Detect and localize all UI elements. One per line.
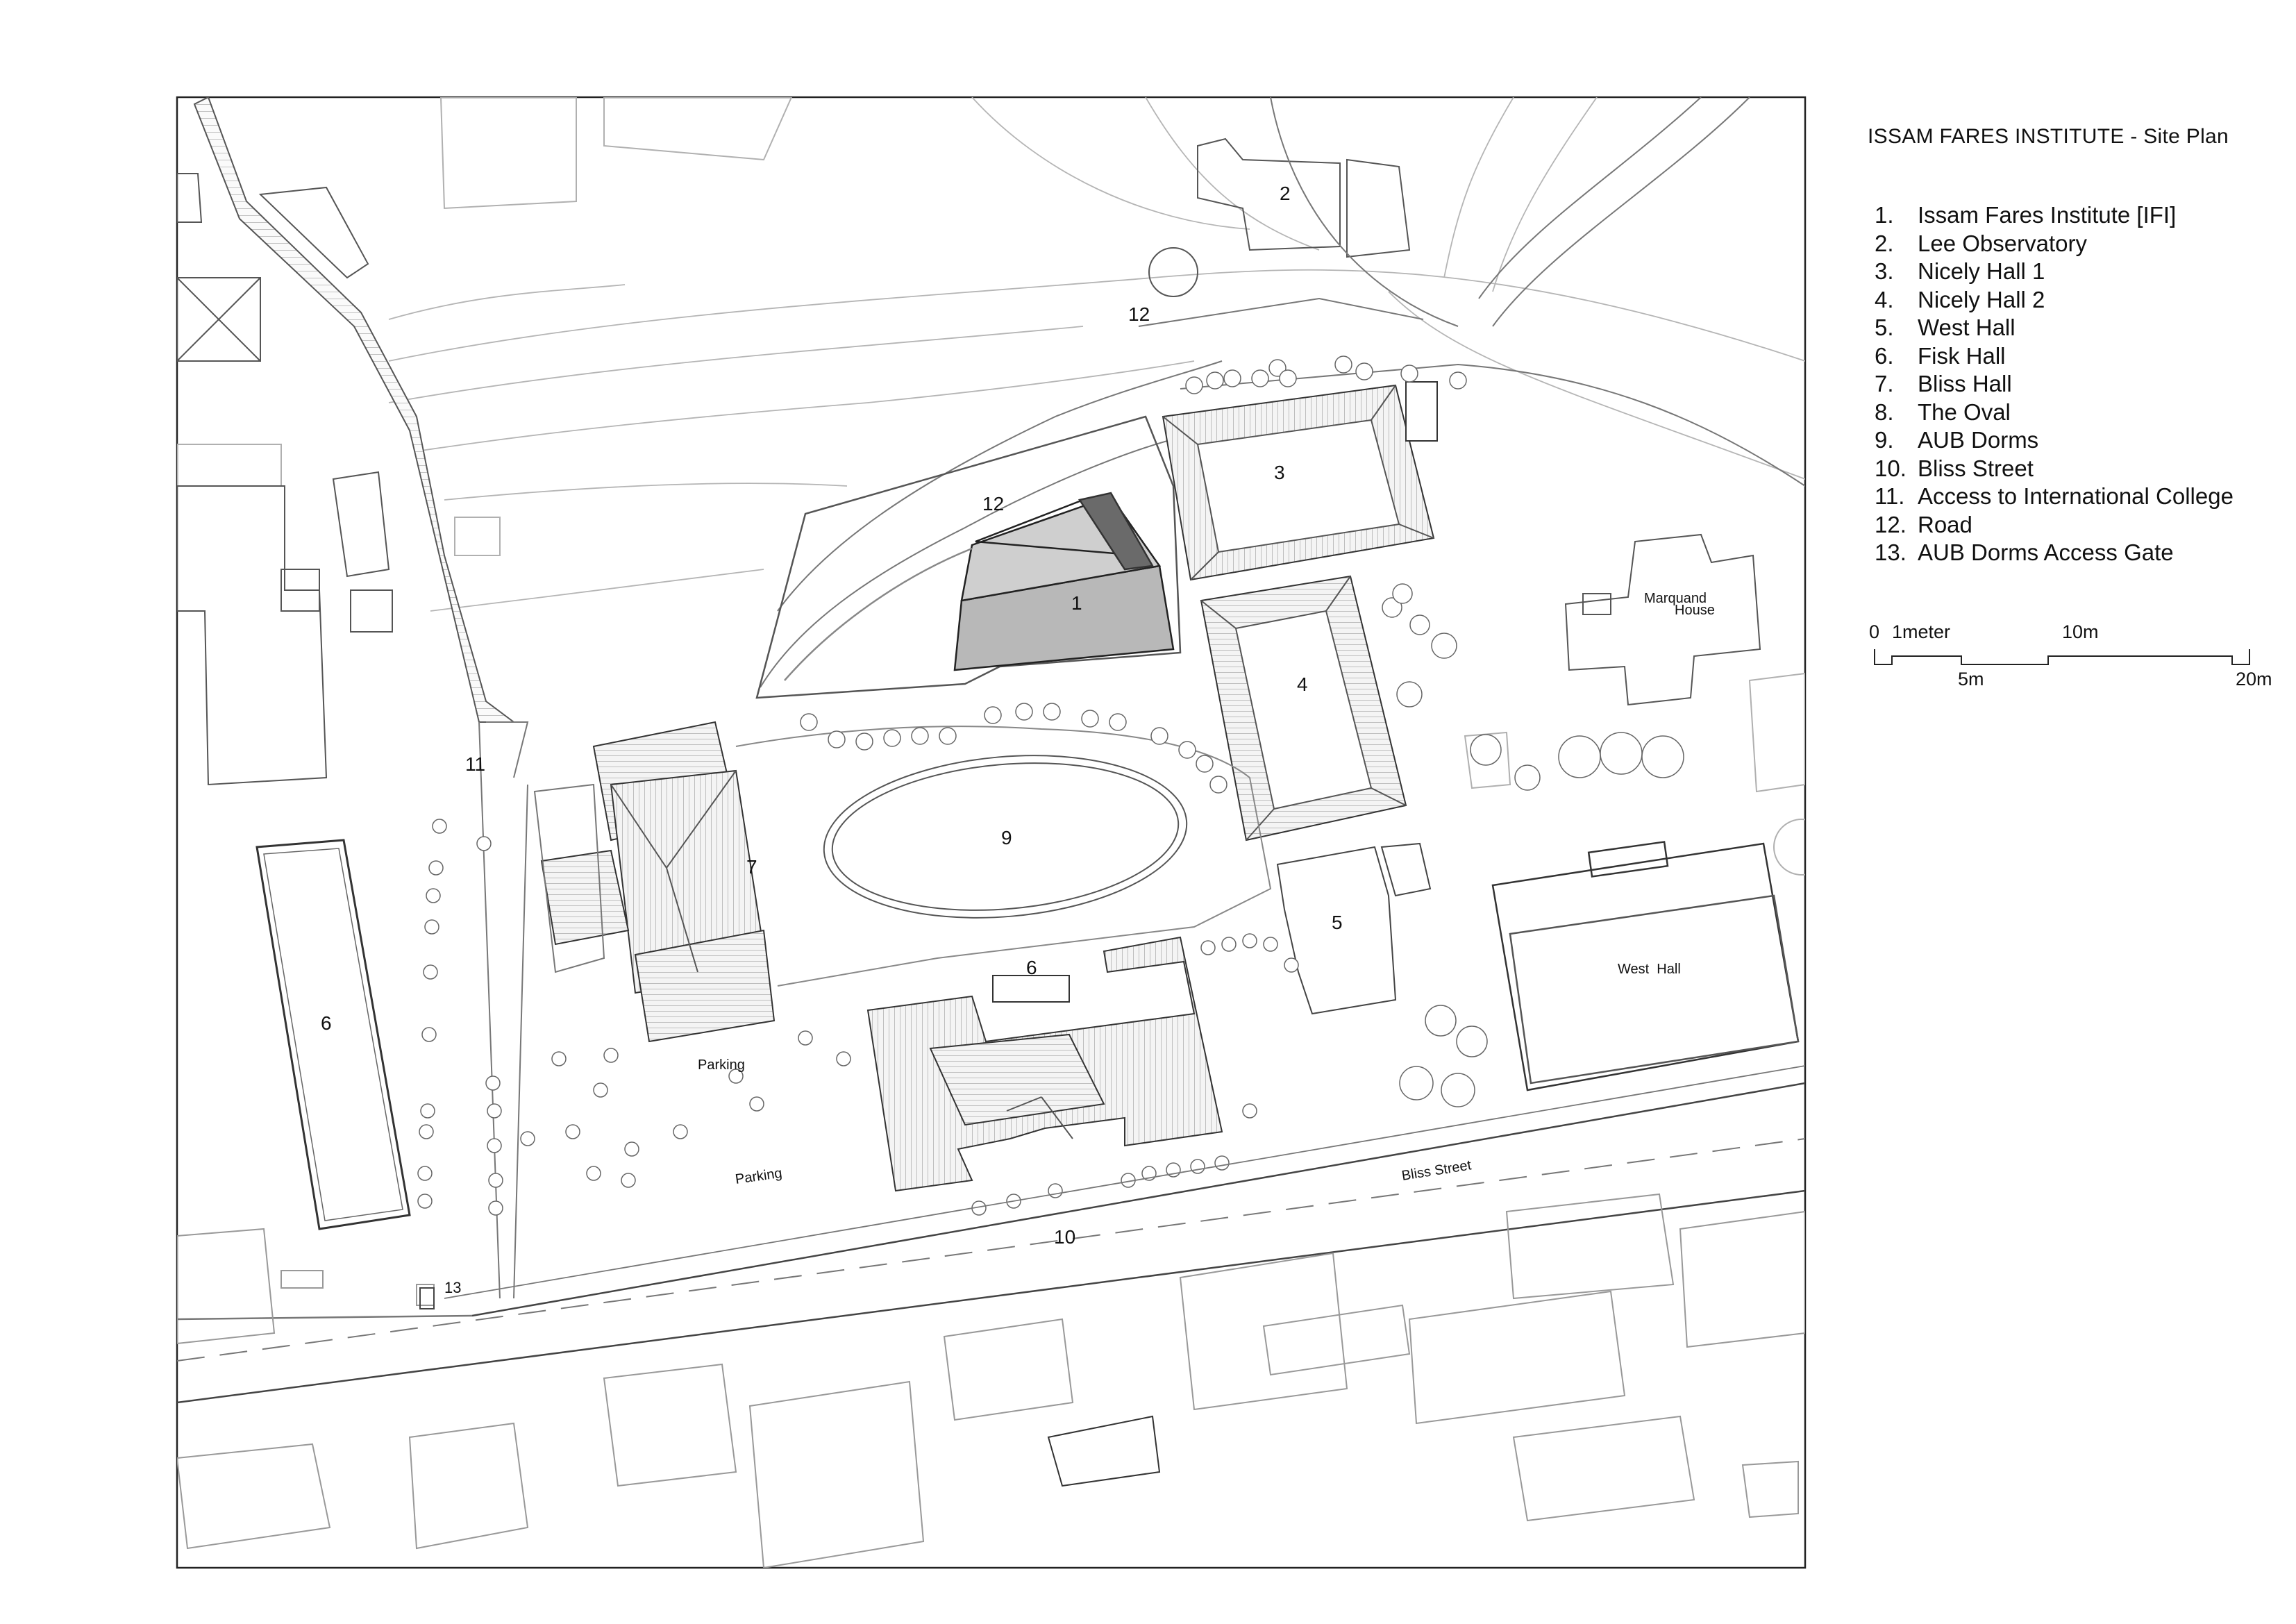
ifi-building xyxy=(755,415,1182,699)
label-3: 3 xyxy=(1274,462,1285,483)
context-buildings-south xyxy=(177,1193,1805,1568)
scale-5m: 5m xyxy=(1958,669,1984,689)
legend-item: 9.AUB Dorms xyxy=(1875,427,2039,453)
label-west-hall: West Hall xyxy=(1618,962,1681,977)
legend-item: 3.Nicely Hall 1 xyxy=(1875,258,2045,284)
legend-item: 10.Bliss Street xyxy=(1875,455,2034,481)
legend-item: 2.Lee Observatory xyxy=(1875,230,2087,256)
label-house: House xyxy=(1675,603,1715,618)
nicely-hall-1 xyxy=(1162,381,1438,581)
label-parking-1: Parking xyxy=(698,1057,745,1073)
label-10: 10 xyxy=(1054,1226,1075,1248)
trees xyxy=(417,355,1684,1216)
gate-13 xyxy=(419,1287,435,1309)
legend-item: 8.The Oval xyxy=(1875,399,2011,425)
label-12-ifi: 12 xyxy=(982,493,1004,514)
context-buildings-west xyxy=(177,173,393,786)
label-6-center: 6 xyxy=(1026,957,1037,978)
legend-item: 6.Fisk Hall xyxy=(1875,342,2006,369)
west-hall-small xyxy=(1276,842,1432,1015)
nicely-hall-2 xyxy=(1200,575,1407,842)
scale-1meter: 1meter xyxy=(1892,621,1951,642)
label-1: 1 xyxy=(1071,592,1082,614)
scale-0: 0 xyxy=(1869,621,1880,642)
legend-item: 4.Nicely Hall 2 xyxy=(1875,286,2045,312)
label-6-west: 6 xyxy=(321,1012,332,1034)
map-frame xyxy=(176,96,1807,1569)
label-4: 4 xyxy=(1297,673,1308,695)
legend-item: 11.Access to International College xyxy=(1875,483,2234,509)
scale-10m: 10m xyxy=(2062,621,2099,642)
the-oval xyxy=(823,755,1188,919)
label-5: 5 xyxy=(1332,912,1343,933)
legend-item: 7.Bliss Hall xyxy=(1875,371,2012,396)
context-buildings-east xyxy=(1464,672,1805,876)
label-13: 13 xyxy=(444,1279,461,1296)
legend: 1.Issam Fares Institute [IFI] 2.Lee Obse… xyxy=(1875,201,2234,567)
fisk-hall-west xyxy=(255,839,411,1230)
bliss-hall xyxy=(533,721,776,1043)
label-2: 2 xyxy=(1280,183,1291,204)
label-7: 7 xyxy=(746,856,757,878)
west-hall-large xyxy=(1491,841,1800,1091)
label-marquand: Marquand xyxy=(1644,591,1707,606)
label-11: 11 xyxy=(465,753,485,775)
label-9: 9 xyxy=(1001,827,1012,848)
legend-item: 1.Issam Fares Institute [IFI] xyxy=(1875,202,2177,228)
fisk-hall-center xyxy=(866,936,1223,1192)
legend-item: 12.Road xyxy=(1875,511,1972,537)
label-12-north: 12 xyxy=(1128,303,1150,325)
bliss-street xyxy=(177,1065,1805,1404)
road-12 xyxy=(760,97,1805,688)
legend-item: 5.West Hall xyxy=(1875,315,2016,340)
scale-bar: 0 1meter 10m 5m 20m xyxy=(1861,621,2277,698)
plan-title: ISSAM FARES INSTITUTE - Site Plan xyxy=(1868,125,2229,148)
scale-20m: 20m xyxy=(2236,669,2272,689)
scale-bar-line xyxy=(1874,649,2250,665)
marquand-house xyxy=(1564,533,1761,706)
legend-item: 13.AUB Dorms Access Gate xyxy=(1875,539,2174,565)
